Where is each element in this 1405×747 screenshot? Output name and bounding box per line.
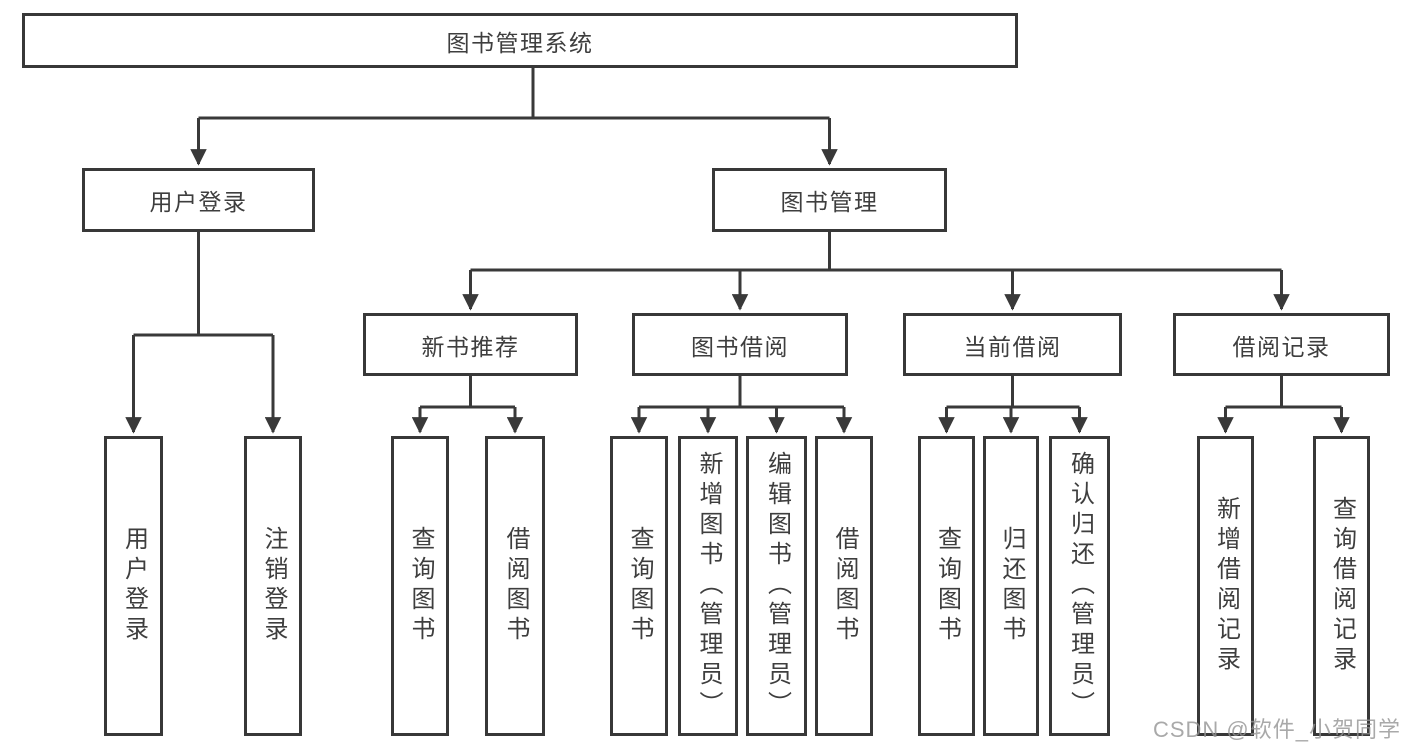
leaf-bb-edit-books-admin: 编辑图书（管理员）: [746, 436, 807, 736]
node-user-login: 用户登录: [82, 168, 315, 232]
connector-borrow-records-branch: [1225, 376, 1342, 409]
leaf-br-add-record-label: 新增借阅记录: [1212, 496, 1240, 676]
leaf-cb-return-books-label: 归还图书: [998, 526, 1025, 646]
node-book-borrow: 图书借阅: [632, 313, 848, 376]
leaf-user-login: 用户登录: [104, 436, 163, 736]
node-book-borrow-label: 图书借阅: [691, 333, 789, 360]
node-current-borrow-label: 当前借阅: [963, 333, 1062, 360]
connector-root-branch: [198, 68, 830, 120]
leaf-br-query-record: 查询借阅记录: [1313, 436, 1370, 736]
leaf-bb-add-books-admin-label: 新增图书（管理员）: [695, 451, 722, 721]
node-root-system-label: 图书管理系统: [446, 29, 594, 56]
leaf-br-add-record: 新增借阅记录: [1197, 436, 1254, 736]
node-book-management: 图书管理: [712, 168, 947, 232]
node-user-login-label: 用户登录: [149, 189, 248, 215]
connector-new-books-branch: [420, 376, 515, 409]
node-borrow-records: 借阅记录: [1173, 313, 1390, 376]
leaf-nb-query-books-label: 查询图书: [407, 526, 434, 646]
leaf-logout: 注销登录: [244, 436, 302, 736]
leaf-bb-query-books: 查询图书: [610, 436, 668, 736]
leaf-cb-query-books-label: 查询图书: [933, 526, 961, 646]
connector-current-borrow-branch: [946, 376, 1080, 409]
leaf-bb-borrow-books-label: 借阅图书: [831, 526, 858, 646]
connector-user-login-branch: [133, 232, 273, 337]
leaf-cb-confirm-return-admin-label: 确认归还（管理员）: [1066, 451, 1094, 721]
leaf-bb-query-books-label: 查询图书: [626, 526, 653, 646]
leaf-nb-query-books: 查询图书: [391, 436, 449, 736]
connector-book-borrow-branch: [639, 376, 844, 409]
node-borrow-records-label: 借阅记录: [1232, 333, 1331, 360]
leaf-logout-label: 注销登录: [260, 526, 287, 646]
node-new-book-recommend-label: 新书推荐: [421, 333, 520, 360]
leaf-nb-borrow-books-label: 借阅图书: [502, 526, 529, 646]
leaf-nb-borrow-books: 借阅图书: [485, 436, 545, 736]
leaf-cb-confirm-return-admin: 确认归还（管理员）: [1049, 436, 1110, 736]
node-book-management-label: 图书管理: [780, 189, 879, 215]
leaf-bb-edit-books-admin-label: 编辑图书（管理员）: [763, 451, 791, 721]
leaf-bb-borrow-books: 借阅图书: [815, 436, 873, 736]
node-root-system: 图书管理系统: [22, 13, 1018, 68]
leaf-br-query-record-label: 查询借阅记录: [1328, 496, 1356, 676]
leaf-user-login-label: 用户登录: [120, 526, 148, 646]
node-current-borrow: 当前借阅: [903, 313, 1122, 376]
node-new-book-recommend: 新书推荐: [363, 313, 578, 376]
connector-book-mgmt-branch: [470, 232, 1282, 272]
leaf-cb-query-books: 查询图书: [918, 436, 975, 736]
leaf-cb-return-books: 归还图书: [983, 436, 1039, 736]
leaf-bb-add-books-admin: 新增图书（管理员）: [678, 436, 738, 736]
